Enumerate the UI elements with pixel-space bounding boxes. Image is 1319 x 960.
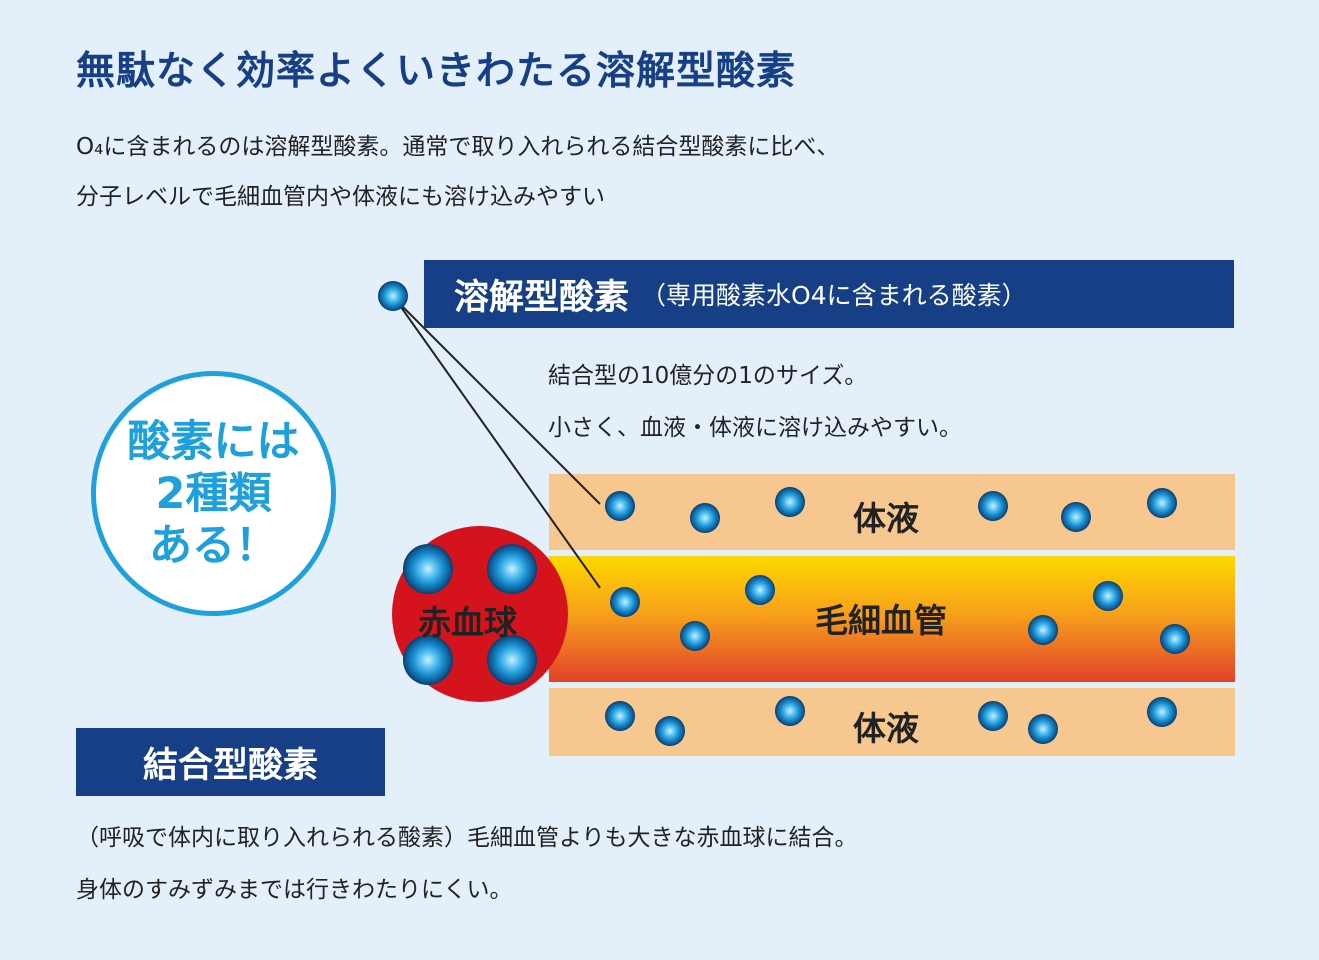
oxygen-molecule [1147, 697, 1177, 727]
callout-line-3: ある！ [149, 520, 278, 571]
oxygen-molecule [1028, 714, 1058, 744]
callout-line-1: 酸素には [127, 416, 300, 467]
oxygen-molecule [1061, 502, 1091, 532]
oxygen-molecule [1028, 615, 1058, 645]
intro-line-1: O₄に含まれるのは溶解型酸素。通常で取り入れられる結合型酸素に比べ、 [76, 134, 840, 160]
bound-desc-line-2: 身体のすみずみまでは行きわたりにくい。 [76, 877, 513, 903]
callout-circle: 酸素には 2種類 ある！ [91, 371, 336, 616]
bound-oxygen-molecule [403, 544, 453, 594]
oxygen-molecule [1160, 624, 1190, 654]
intro-line-2: 分子レベルで毛細血管内や体液にも溶け込みやすい [76, 184, 605, 210]
bound-oxygen-molecules [403, 544, 537, 685]
oxygen-molecule [690, 503, 720, 533]
capillary-vessel [549, 556, 1235, 682]
capillary-label: 毛細血管 [815, 601, 947, 640]
dissolved-desc-line-1: 結合型の10億分の1のサイズ。 [548, 363, 868, 389]
dissolved-oxygen-icon [378, 281, 408, 311]
dissolved-oxygen-description: 結合型の10億分の1のサイズ。 小さく、血液・体液に溶け込みやすい。 [548, 350, 962, 454]
oxygen-molecule [775, 487, 805, 517]
dissolved-oxygen-heading: 溶解型酸素 [454, 277, 630, 318]
oxygen-molecule [978, 491, 1008, 521]
oxygen-molecule [605, 491, 635, 521]
bound-oxygen-molecule [487, 635, 537, 685]
oxygen-molecule [745, 575, 775, 605]
oxygen-molecule [978, 701, 1008, 731]
dissolved-oxygen-subheading: （専用酸素水O4に含まれる酸素） [641, 281, 1027, 310]
oxygen-molecule [605, 701, 635, 731]
oxygen-molecules [605, 487, 1190, 746]
top-fluid-label: 体液 [853, 499, 919, 538]
bottom-fluid-label: 体液 [853, 709, 919, 748]
intro-text: O₄に含まれるのは溶解型酸素。通常で取り入れられる結合型酸素に比べ、 分子レベル… [76, 122, 839, 222]
page-title: 無駄なく効率よくいきわたる溶解型酸素 [76, 49, 797, 94]
oxygen-molecule [775, 696, 805, 726]
oxygen-molecule [610, 587, 640, 617]
bound-oxygen-molecule [403, 635, 453, 685]
dissolved-oxygen-banner: 溶解型酸素 （専用酸素水O4に含まれる酸素） [424, 260, 1234, 328]
dissolved-desc-line-2: 小さく、血液・体液に溶け込みやすい。 [548, 415, 962, 441]
pointer-line-2 [395, 299, 601, 589]
bound-oxygen-molecule [487, 544, 537, 594]
pointer-line-1 [395, 299, 601, 505]
bound-oxygen-banner: 結合型酸素 [76, 728, 385, 796]
top-fluid-layer [549, 474, 1235, 550]
callout-line-2: 2種類 [155, 468, 272, 519]
bound-oxygen-description: （呼吸で体内に取り入れられる酸素）毛細血管よりも大きな赤血球に結合。 身体のすみ… [76, 812, 858, 916]
oxygen-molecule [1147, 488, 1177, 518]
oxygen-molecule [655, 716, 685, 746]
bound-desc-line-1: （呼吸で体内に取り入れられる酸素）毛細血管よりも大きな赤血球に結合。 [76, 825, 858, 851]
oxygen-molecule [1093, 581, 1123, 611]
red-blood-cell-label: 赤血球 [418, 603, 517, 642]
oxygen-molecule [680, 621, 710, 651]
